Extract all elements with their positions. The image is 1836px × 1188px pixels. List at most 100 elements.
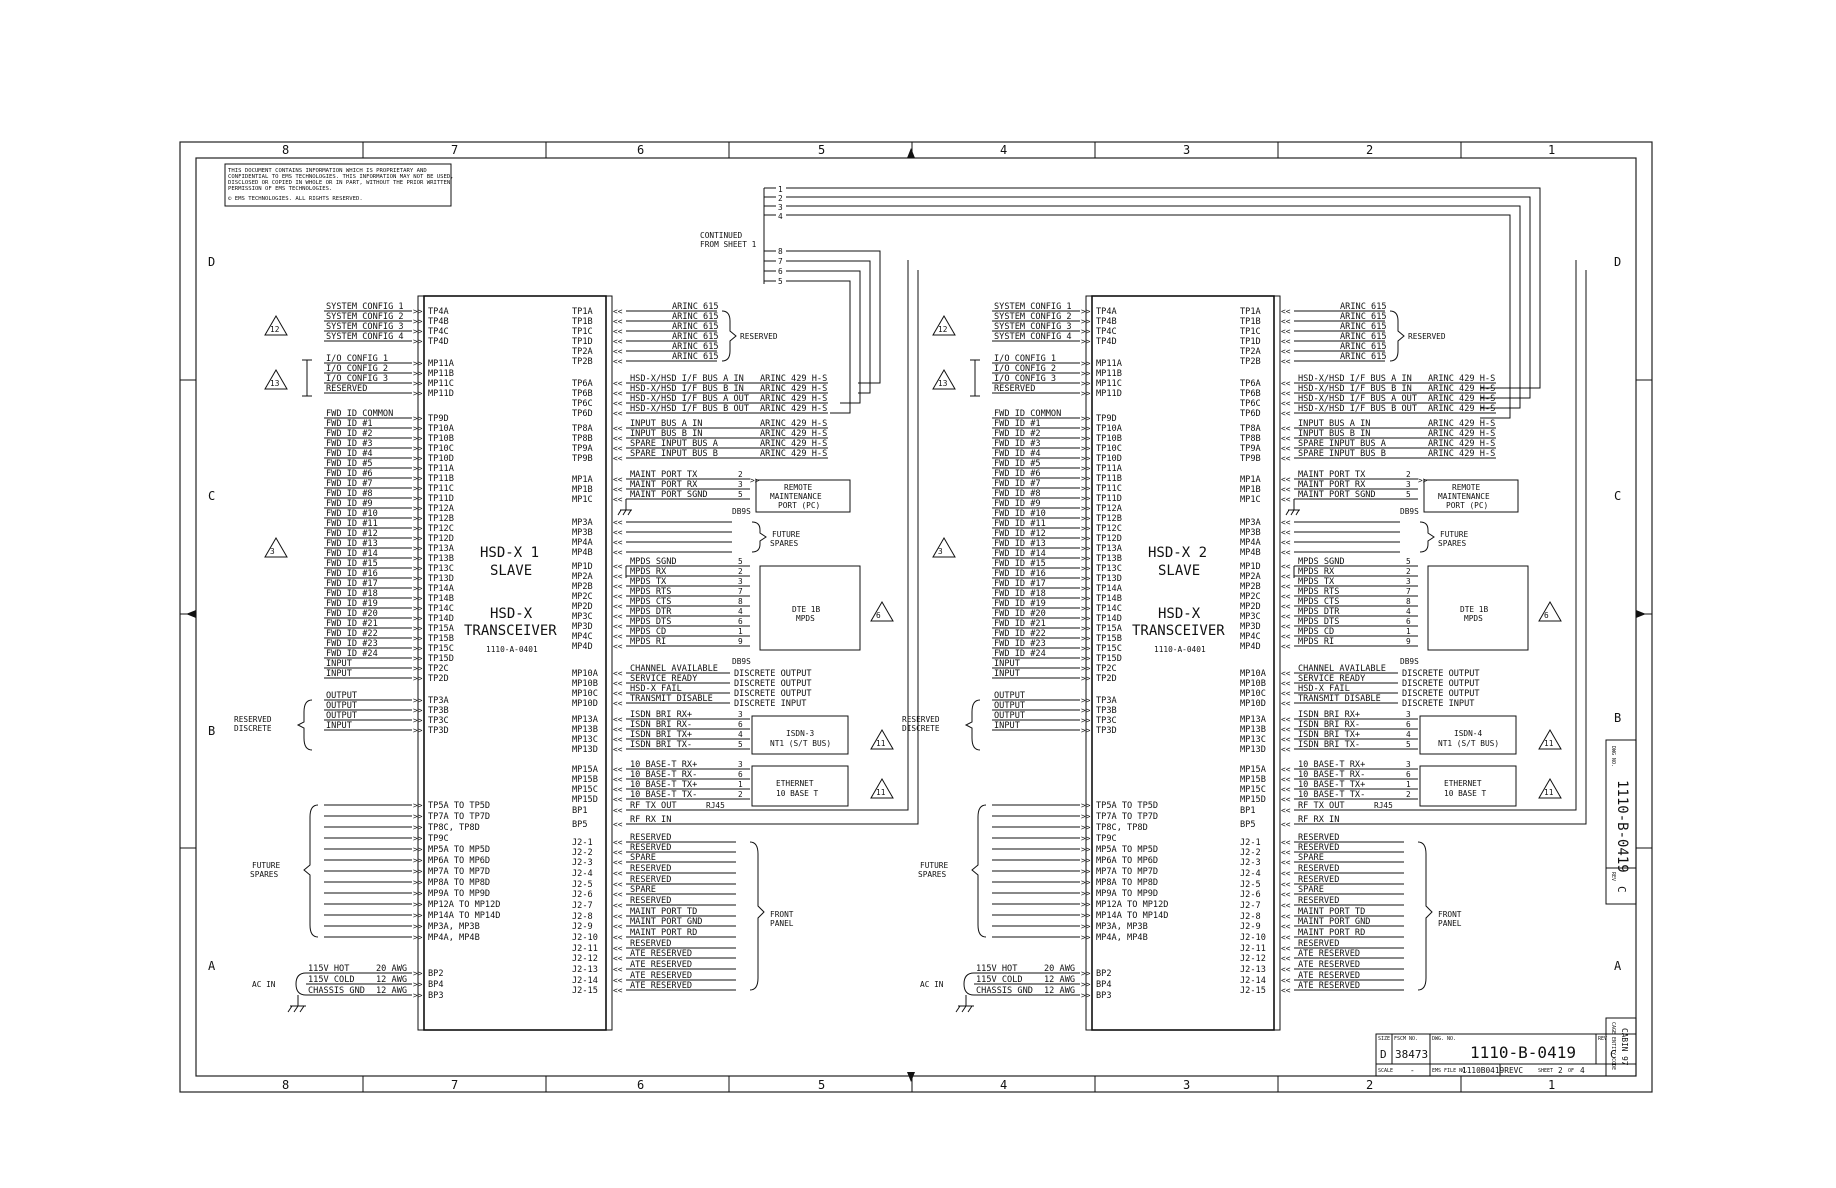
pin-label: MP3B bbox=[572, 528, 593, 538]
group-label: DISCRETE bbox=[902, 724, 940, 733]
pin-label: MP2A bbox=[572, 572, 594, 582]
revision-flag bbox=[1538, 778, 1562, 799]
connector-arrow: >> bbox=[413, 980, 423, 989]
ac-in-bracket bbox=[963, 972, 975, 996]
connector-arrow: >> bbox=[413, 494, 423, 503]
pin-label: TP3C bbox=[428, 716, 449, 726]
zone-column-labels-bottom: 8 7 6 5 4 3 2 1 bbox=[282, 1078, 1555, 1092]
pin-label: MP3B bbox=[1240, 528, 1261, 538]
connector-arrow: >> bbox=[1081, 856, 1091, 865]
box-label: REMOTE bbox=[1452, 483, 1480, 492]
signal-label: MPDS CTS bbox=[1298, 597, 1339, 607]
signal-label: MPDS RI bbox=[630, 637, 666, 647]
connector-arrow: >> bbox=[1081, 726, 1091, 735]
connector-arrow: >> bbox=[413, 514, 423, 523]
spare-pin-range: MP12A TO MP12D bbox=[1096, 900, 1168, 910]
cage-value: CABIN 97 bbox=[1620, 1028, 1629, 1066]
pin-label: J2-11 bbox=[572, 944, 598, 954]
signal-label: FWD ID #20 bbox=[326, 609, 378, 619]
signal-label: SPARE INPUT BUS A bbox=[1298, 439, 1387, 449]
bus-label: ARINC 429 H-S bbox=[760, 404, 827, 414]
pin-number: 7 bbox=[1406, 587, 1411, 596]
connector-arrow: >> bbox=[413, 534, 423, 543]
connector-arrow: << bbox=[1281, 528, 1291, 537]
signal-label: ISDN BRI TX- bbox=[630, 740, 692, 750]
signal-label: HSD-X FAIL bbox=[630, 684, 682, 694]
signal-label: SERVICE READY bbox=[1298, 674, 1366, 684]
connector-arrow: >> bbox=[413, 922, 423, 931]
spare-pin-range: MP9A TO MP9D bbox=[1096, 889, 1158, 899]
group-label: DISCRETE bbox=[234, 724, 272, 733]
front-panel-label: ATE RESERVED bbox=[1298, 971, 1360, 981]
continued-label: FROM SHEET 1 bbox=[700, 240, 757, 249]
pin-number: 6 bbox=[738, 770, 743, 779]
zone-col-6: 6 bbox=[637, 143, 644, 157]
connector-arrow: >> bbox=[1081, 554, 1091, 563]
zone-col-3: 3 bbox=[1183, 1078, 1190, 1092]
pin-label: BP2 bbox=[428, 969, 444, 979]
signal-label: 10 BASE-T TX+ bbox=[1298, 780, 1365, 790]
zone-row-d: D bbox=[1614, 255, 1621, 269]
connector-arrow: >> bbox=[1081, 474, 1091, 483]
reserved-discrete-brace bbox=[964, 699, 981, 751]
rev-label: REV bbox=[1598, 1036, 1607, 1042]
box-label: ISDN-4 bbox=[1454, 729, 1482, 738]
pin-label: TP13C bbox=[1096, 564, 1122, 574]
group-label: PANEL bbox=[770, 919, 794, 928]
signal-label: SPARE INPUT BUS B bbox=[1298, 449, 1386, 459]
unit-type: TRANSCEIVER bbox=[464, 623, 557, 639]
pin-number: 4 bbox=[738, 607, 743, 616]
revision-flag bbox=[264, 369, 288, 390]
wire-gauge: 20 AWG bbox=[1044, 964, 1075, 974]
connector-arrow: << bbox=[613, 890, 623, 899]
connector-arrow: << bbox=[1281, 389, 1291, 398]
pin-label: TP2A bbox=[572, 347, 594, 357]
pin-label: TP13D bbox=[1096, 574, 1122, 584]
io-config-bracket bbox=[970, 359, 980, 397]
connector-arrow: >> bbox=[1081, 424, 1091, 433]
connector-arrow: << bbox=[613, 612, 623, 621]
notice-line: DISCLOSED OR COPIED IN WHOLE OR IN PART,… bbox=[228, 180, 450, 186]
spare-pin-range: MP14A TO MP14D bbox=[1096, 911, 1168, 921]
signal-label: FWD ID #7 bbox=[994, 479, 1041, 489]
pin-label: TP3A bbox=[1096, 696, 1118, 706]
connector-arrow: << bbox=[1281, 548, 1291, 557]
signal-label: RF RX IN bbox=[630, 815, 671, 825]
pin-label: MP2B bbox=[1240, 582, 1261, 592]
connector-arrow: << bbox=[1281, 592, 1291, 601]
connector-arrow: << bbox=[613, 582, 623, 591]
connector-arrow: >> bbox=[1081, 327, 1091, 336]
signal-label: TRANSMIT DISABLE bbox=[630, 694, 713, 704]
connector-arrow: >> bbox=[413, 900, 423, 909]
connector-arrow: << bbox=[1281, 933, 1291, 942]
connector-arrow: << bbox=[1281, 806, 1291, 815]
pin-number: 4 bbox=[738, 730, 743, 739]
pin-number: 1 bbox=[738, 780, 743, 789]
pin-label: TP4B bbox=[428, 317, 449, 327]
signal-label: SYSTEM CONFIG 4 bbox=[326, 332, 404, 342]
connector-arrow: << bbox=[613, 642, 623, 651]
connector-arrow: >> bbox=[413, 969, 423, 978]
spare-pin-range: MP3A, MP3B bbox=[428, 922, 480, 932]
connector-arrow: >> bbox=[1081, 614, 1091, 623]
ethernet-box bbox=[1419, 765, 1517, 807]
zone-col-7: 7 bbox=[451, 143, 458, 157]
pin-label: MP13B bbox=[1240, 725, 1266, 735]
pin-label: MP11C bbox=[428, 379, 454, 389]
connector-arrow: << bbox=[613, 454, 623, 463]
connector-arrow: >> bbox=[1081, 414, 1091, 423]
pin-label: TP9B bbox=[572, 454, 593, 464]
connector-arrow: >> bbox=[1081, 823, 1091, 832]
revision-flag-number: 11 bbox=[1544, 788, 1554, 797]
connector-arrow: << bbox=[613, 725, 623, 734]
signal-label: RF TX OUT bbox=[1298, 801, 1345, 811]
right-connector-strip bbox=[605, 295, 613, 1031]
connector-arrow: >> bbox=[1081, 889, 1091, 898]
front-panel-label: SPARE bbox=[630, 885, 656, 895]
pin-label: TP10D bbox=[428, 454, 454, 464]
signal-label: 10 BASE-T RX- bbox=[630, 770, 697, 780]
box-label: ETHERNET bbox=[776, 779, 814, 788]
spare-pin-range: MP4A, MP4B bbox=[428, 933, 480, 943]
connector-arrow: << bbox=[613, 679, 623, 688]
pin-number: 1 bbox=[738, 627, 743, 636]
